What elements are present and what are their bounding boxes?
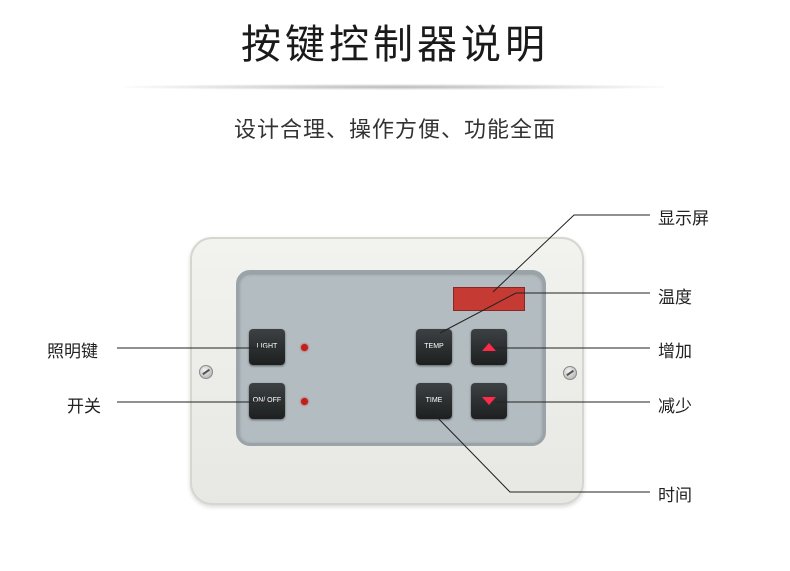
light-key-label: 照明键 <box>47 342 98 362</box>
time-label: 时间 <box>658 486 692 506</box>
power-label: 开关 <box>67 397 101 417</box>
increase-label: 增加 <box>658 342 692 362</box>
decrease-button[interactable] <box>471 383 507 419</box>
down-arrow-icon <box>482 397 496 405</box>
on-off-button[interactable]: ON/ OFF <box>249 383 285 419</box>
right-screw-icon <box>563 366 577 380</box>
increase-button[interactable] <box>471 329 507 365</box>
light-indicator-led <box>301 344 308 351</box>
left-screw-icon <box>199 365 213 379</box>
display-callout-line <box>492 214 650 293</box>
time-button[interactable]: TIME <box>416 383 452 419</box>
up-arrow-icon <box>482 343 496 351</box>
light-button[interactable]: LIGHT <box>249 329 285 365</box>
title-divider <box>125 84 665 90</box>
time-callout-line <box>431 411 650 493</box>
temperature-label: 温度 <box>658 288 692 308</box>
temperature-callout-line <box>439 292 650 334</box>
page-title: 按键控制器说明 <box>241 22 549 68</box>
display-label: 显示屏 <box>658 209 709 229</box>
decrease-label: 减少 <box>658 397 692 417</box>
power-indicator-led <box>301 398 308 405</box>
temp-button[interactable]: TEMP <box>416 329 452 365</box>
page-subtitle: 设计合理、操作方便、功能全面 <box>233 118 556 143</box>
